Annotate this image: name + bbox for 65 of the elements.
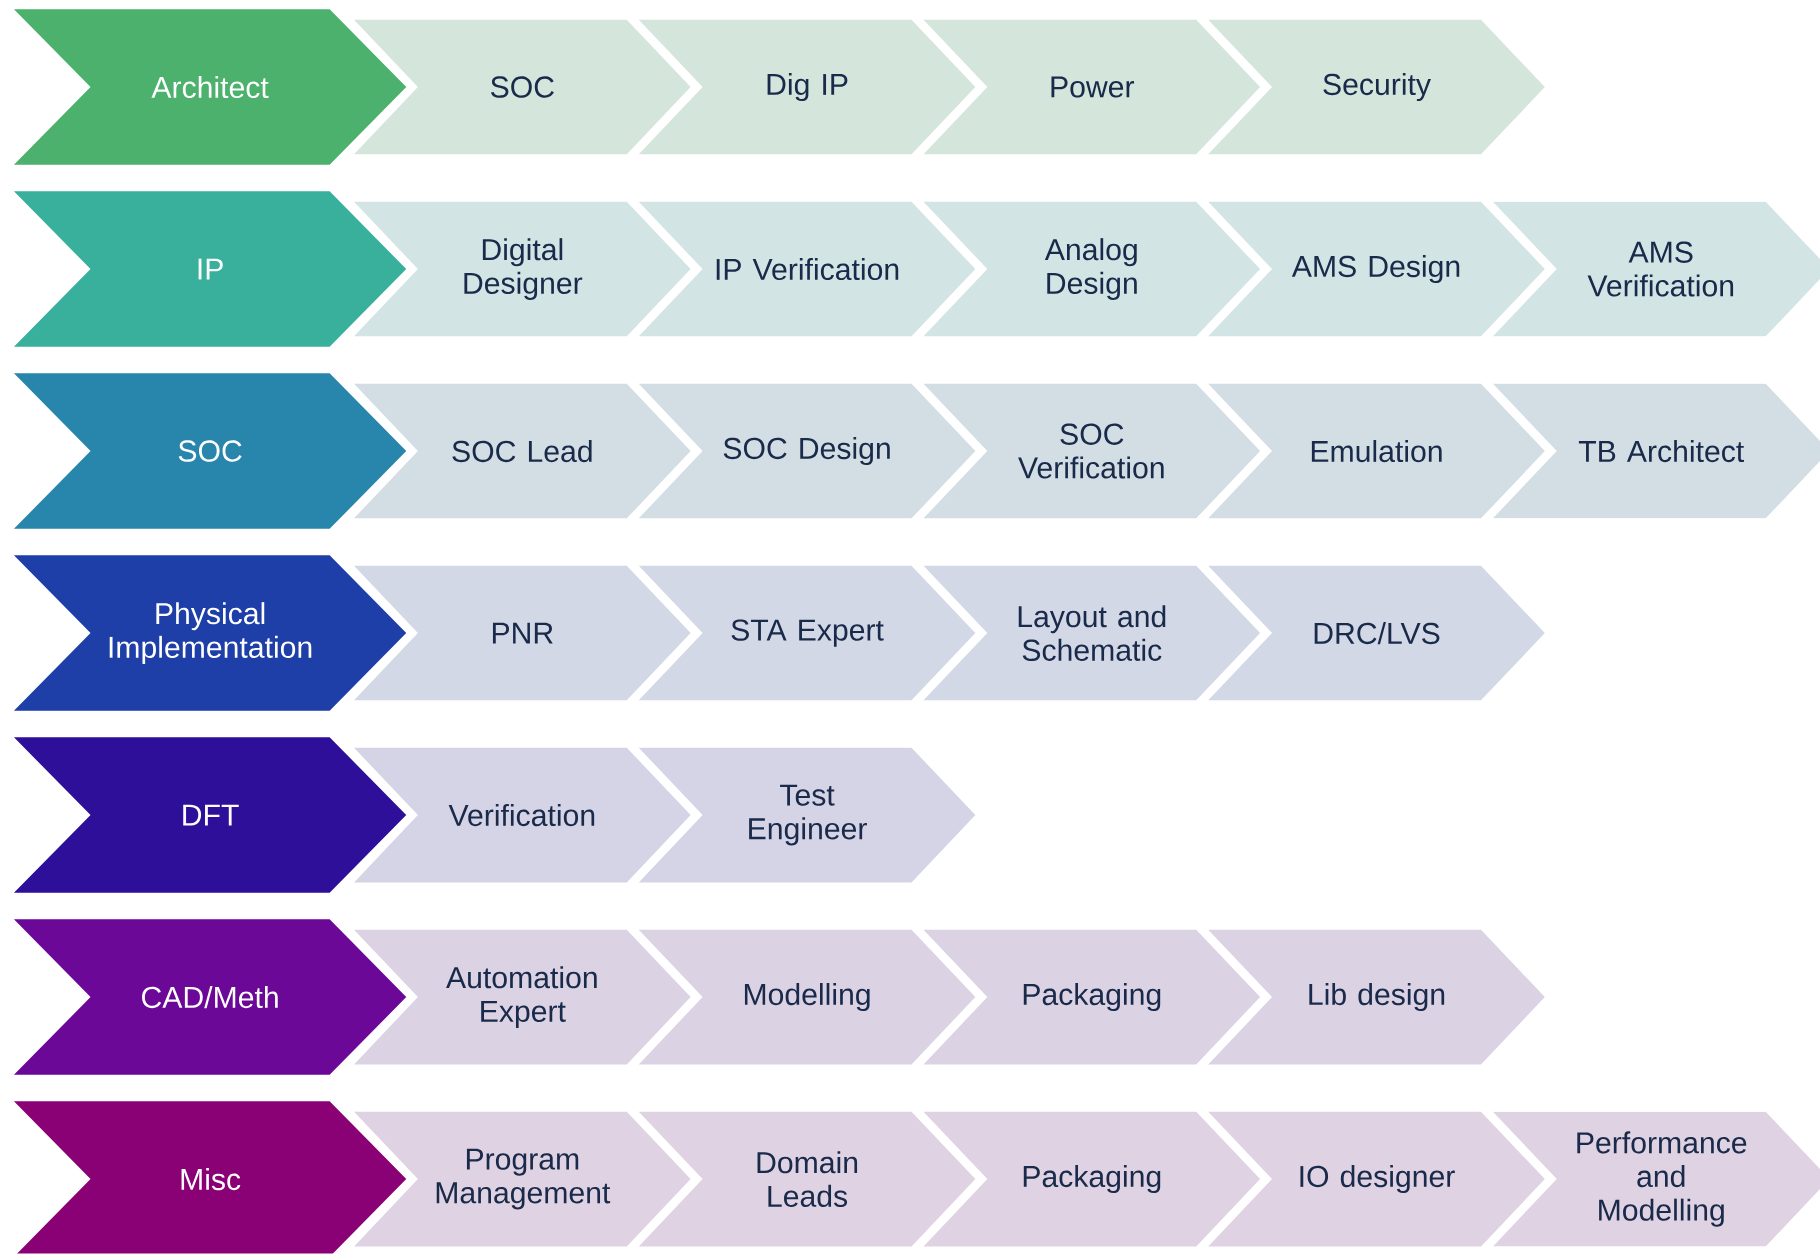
role-banner: STA Expert (638, 565, 976, 701)
role-banner: Test Engineer (638, 747, 976, 883)
role-banner: SOC Verification (923, 383, 1261, 519)
node-label: SOC Verification (1018, 423, 1164, 479)
category-banner: SOC (13, 373, 407, 529)
role-banner: Automation Expert (354, 929, 691, 1065)
node-label: AMS Verification (1587, 241, 1734, 297)
node-label: Analog Design (1044, 238, 1137, 301)
role-banner: Lib design (1208, 929, 1545, 1065)
role-banner: SOC (354, 19, 691, 155)
node-label: IP Verification (716, 258, 899, 281)
role-banner: Packaging (923, 929, 1261, 1065)
node-label: STA Expert (731, 619, 884, 647)
category-banner: Physical Implementation (13, 555, 407, 711)
node-label: AMS Design (1291, 255, 1460, 284)
role-banner: Dig IP (638, 19, 976, 155)
category-banner: CAD/Meth (13, 919, 407, 1076)
node-label: Power (1051, 76, 1135, 98)
node-label: Digital Designer (464, 238, 583, 301)
category-banner: Architect (13, 9, 407, 165)
role-banner: AMS Design (1208, 201, 1545, 337)
node-label: Layout and Schematic (1018, 605, 1166, 662)
node-label: SOC Design (723, 437, 890, 466)
role-banner: DRC/LVS (1208, 565, 1545, 701)
node-label: Dig IP (767, 73, 848, 102)
role-banner: Analog Design (923, 201, 1261, 337)
node-label: TB Architect (1578, 440, 1745, 463)
role-banner: IP Verification (638, 201, 976, 337)
role-banner: Layout and Schematic (923, 565, 1261, 701)
node-label: Performance and Modelling (1577, 1131, 1747, 1227)
node-label: Modelling (744, 983, 870, 1012)
role-banner: TB Architect (1492, 383, 1820, 519)
node-label: Emulation (1311, 440, 1442, 463)
role-banner: AMS Verification (1492, 201, 1820, 337)
node-label: SOC Lead (452, 440, 592, 463)
role-banner: Emulation (1208, 383, 1545, 519)
node-label: Domain Leads (757, 1151, 858, 1208)
role-banner: PNR (354, 565, 691, 701)
node-label: Packaging (1023, 1165, 1161, 1194)
node-label: DRC/LVS (1314, 622, 1440, 645)
role-banner: Digital Designer (354, 201, 691, 337)
role-banner: SOC Lead (354, 383, 691, 519)
node-label: PNR (492, 622, 553, 644)
category-banner: IP (13, 191, 407, 347)
role-banner: Domain Leads (638, 1111, 976, 1247)
node-label: Program Management (436, 1148, 611, 1210)
node-label: Test Engineer (749, 784, 867, 846)
node-label: Verification (448, 804, 595, 827)
node-label: Automation Expert (446, 966, 597, 1029)
node-label: Security (1323, 73, 1431, 102)
node-label: Lib design (1309, 983, 1445, 1012)
node-label: Packaging (1023, 983, 1161, 1012)
role-banner: Performance and Modelling (1492, 1111, 1820, 1247)
role-banner: Program Management (354, 1111, 691, 1247)
role-banner: Verification (354, 747, 691, 883)
category-banner: DFT (13, 737, 407, 894)
role-banner: Security (1208, 19, 1545, 155)
role-banner: Packaging (923, 1111, 1261, 1247)
node-label: SOC (490, 76, 554, 98)
role-banner: SOC Design (638, 383, 976, 519)
role-banner: IO designer (1208, 1111, 1545, 1247)
category-banner: Misc (13, 1101, 407, 1254)
role-banner: Power (923, 19, 1261, 155)
role-banner: Modelling (638, 929, 976, 1065)
node-label: IO designer (1300, 1165, 1455, 1194)
